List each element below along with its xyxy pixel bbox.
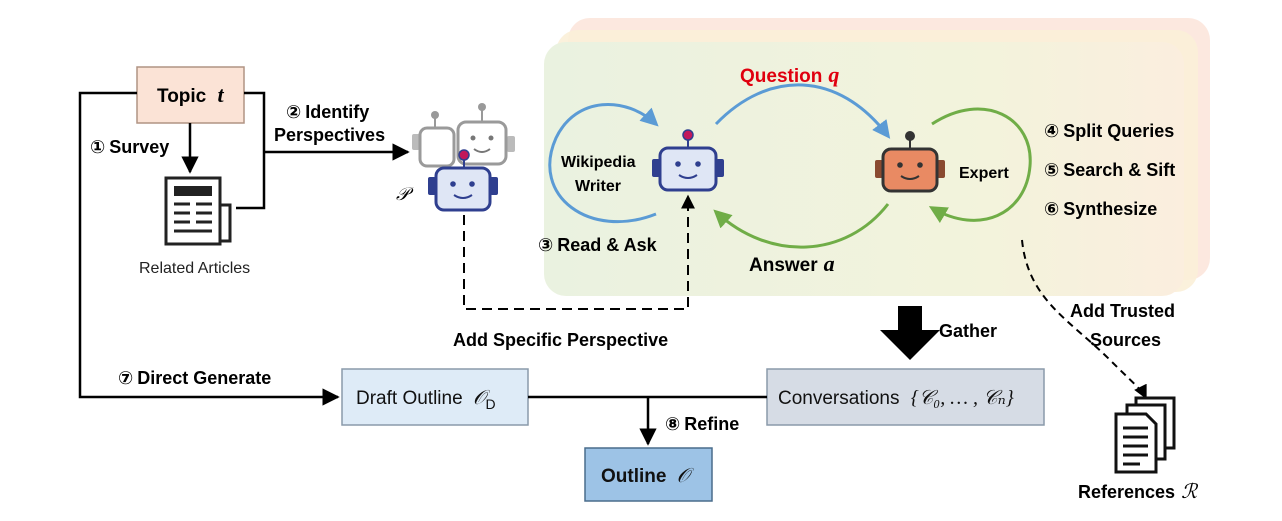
- expert-robot-icon: [875, 131, 945, 193]
- conversations-label: Conversations: [778, 388, 899, 409]
- svg-text:Conversations {𝒞₀, … ,: Conversations {𝒞₀, … , 𝒞ₙ}: [778, 387, 1014, 409]
- conversations-box: Conversations {𝒞₀, … , 𝒞ₙ}: [766, 368, 1045, 426]
- svg-text:Outline 𝒪: Outline 𝒪: [601, 465, 695, 487]
- question-arrow: [714, 83, 891, 139]
- add-trusted-line2: Sources: [1090, 330, 1161, 350]
- trusted-sources-dashed-arrow: [1021, 239, 1147, 400]
- newspaper-icon: [164, 176, 232, 246]
- perspective-robots-icon: [412, 103, 515, 212]
- writer-robot-icon: [652, 129, 724, 192]
- related-articles-label: Related Articles: [139, 260, 250, 277]
- topic-box: Topic t: [136, 66, 245, 124]
- identify-label-line2: Perspectives: [274, 125, 385, 145]
- writer-label-line1: Wikipedia: [561, 154, 636, 171]
- draft-outline-box: Draft Outline 𝒪D: [341, 368, 529, 426]
- svg-text:Topic t: Topic t: [157, 82, 225, 107]
- writer-label-line2: Writer: [575, 178, 621, 195]
- add-trusted-line1: Add Trusted: [1070, 301, 1175, 321]
- perspectives-symbol: 𝒫: [396, 184, 414, 204]
- writer-loop-arrow: [548, 103, 659, 224]
- answer-arrow: [713, 203, 890, 249]
- references-documents-icon: [1114, 396, 1176, 474]
- svg-text:Draft Outline 𝒪D: Draft Outline 𝒪D: [356, 387, 496, 412]
- topic-label: Topic: [157, 86, 207, 107]
- add-perspective-dashed-arrow: [463, 194, 695, 310]
- outline-label: Outline: [601, 466, 666, 487]
- topic-symbol: t: [218, 82, 225, 107]
- add-specific-perspective-label: Add Specific Perspective: [453, 330, 668, 350]
- direct-generate-arrow: [78, 91, 340, 406]
- expert-label: Expert: [959, 165, 1009, 182]
- articles-bracket-line: [236, 91, 266, 210]
- expert-loop-arrow: [928, 107, 1032, 224]
- draft-outline-label: Draft Outline: [356, 388, 463, 409]
- outline-box: Outline 𝒪: [584, 447, 713, 502]
- gather-label: Gather: [939, 321, 997, 341]
- gather-arrow: [880, 306, 940, 360]
